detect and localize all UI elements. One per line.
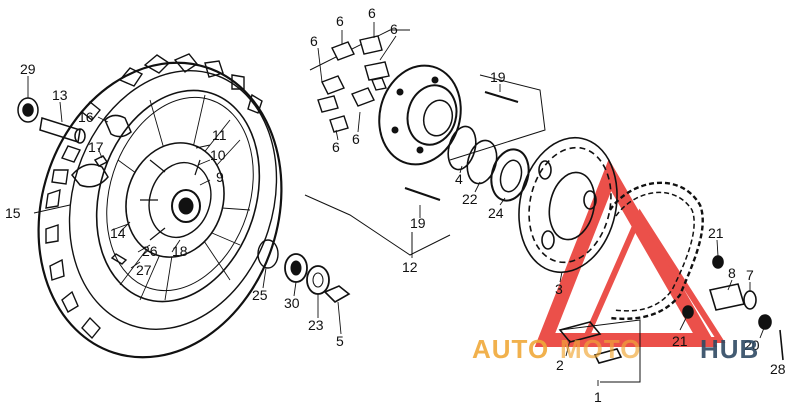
label-2: 2 (556, 357, 564, 373)
label-6e: 6 (332, 139, 340, 155)
driven-flange (378, 64, 462, 166)
label-24: 24 (488, 205, 504, 221)
label-28: 28 (770, 361, 786, 377)
studs (404, 91, 519, 201)
label-25: 25 (252, 287, 268, 303)
axle-parts (17, 97, 132, 188)
label-22: 22 (462, 191, 478, 207)
label-21b: 21 (672, 333, 688, 349)
label-6a: 6 (336, 13, 344, 29)
label-7: 7 (746, 267, 754, 283)
sprocket (518, 136, 618, 274)
label-18: 18 (172, 243, 188, 259)
label-11: 11 (212, 127, 227, 143)
label-9: 9 (216, 169, 224, 185)
label-27: 27 (136, 262, 152, 278)
label-21a: 21 (708, 225, 724, 241)
label-6d: 6 (390, 21, 398, 37)
label-30: 30 (284, 295, 300, 311)
watermark-text: AUTO MOTO HUB (472, 334, 759, 364)
label-12: 12 (402, 259, 418, 275)
seals-bearings (447, 125, 530, 202)
part-labels: 29 13 16 17 15 14 26 18 27 11 10 9 6 6 6… (5, 5, 786, 405)
label-16: 16 (78, 109, 94, 125)
rear-wheel (37, 53, 283, 359)
watermark-moto: MOTO (560, 334, 642, 364)
chain-plates (558, 321, 623, 364)
label-23: 23 (308, 317, 324, 333)
label-6b: 6 (368, 5, 376, 21)
watermark-auto: AUTO (472, 334, 549, 364)
leader-lines (27, 22, 765, 386)
label-19a: 19 (490, 69, 506, 85)
label-1: 1 (594, 389, 602, 405)
chain-adjuster (682, 255, 784, 361)
label-3: 3 (555, 281, 563, 297)
drive-chain (609, 181, 704, 320)
label-6f: 6 (352, 131, 360, 147)
label-19b: 19 (410, 215, 426, 231)
label-4: 4 (455, 171, 463, 187)
label-20: 20 (744, 337, 760, 353)
watermark-hub: HUB (700, 334, 759, 364)
label-26: 26 (142, 243, 158, 259)
watermark-logo (534, 158, 726, 347)
label-8: 8 (728, 265, 736, 281)
label-15: 15 (5, 205, 21, 221)
label-17: 17 (88, 139, 104, 155)
label-10: 10 (210, 147, 226, 163)
damper-rubbers (317, 35, 390, 133)
label-14: 14 (110, 225, 126, 241)
label-13: 13 (52, 87, 68, 103)
label-5: 5 (336, 333, 344, 349)
label-6c: 6 (310, 33, 318, 49)
label-29: 29 (20, 61, 36, 77)
